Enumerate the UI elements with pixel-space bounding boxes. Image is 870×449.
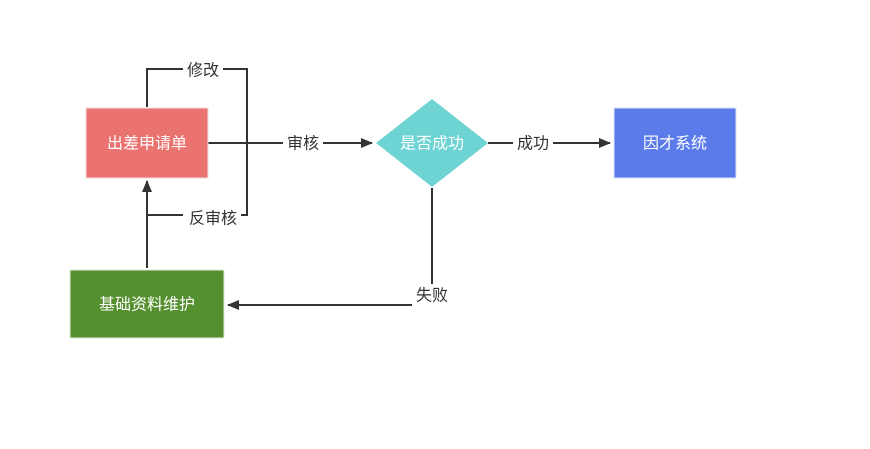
node-yincai-system-label: 因才系统 xyxy=(643,134,707,153)
node-decision-label: 是否成功 xyxy=(400,134,464,153)
edge-label-success: 成功 xyxy=(517,134,549,153)
node-decision[interactable]: 是否成功 xyxy=(376,99,488,187)
edge-fail-arrow xyxy=(227,188,433,310)
edge-label-unreview: 反审核 xyxy=(189,209,237,228)
node-business-trip-form[interactable]: 出差申请单 xyxy=(85,107,209,179)
edge-label-review: 审核 xyxy=(287,134,319,153)
node-yincai-system[interactable]: 因才系统 xyxy=(613,107,737,179)
edge-label-modify: 修改 xyxy=(187,61,219,80)
node-business-trip-form-label: 出差申请单 xyxy=(107,134,187,153)
node-basic-data[interactable]: 基础资料维护 xyxy=(69,269,225,339)
edge-label-fail: 失败 xyxy=(416,286,448,305)
edge-unreview-line xyxy=(147,143,248,216)
node-basic-data-label: 基础资料维护 xyxy=(99,295,195,314)
